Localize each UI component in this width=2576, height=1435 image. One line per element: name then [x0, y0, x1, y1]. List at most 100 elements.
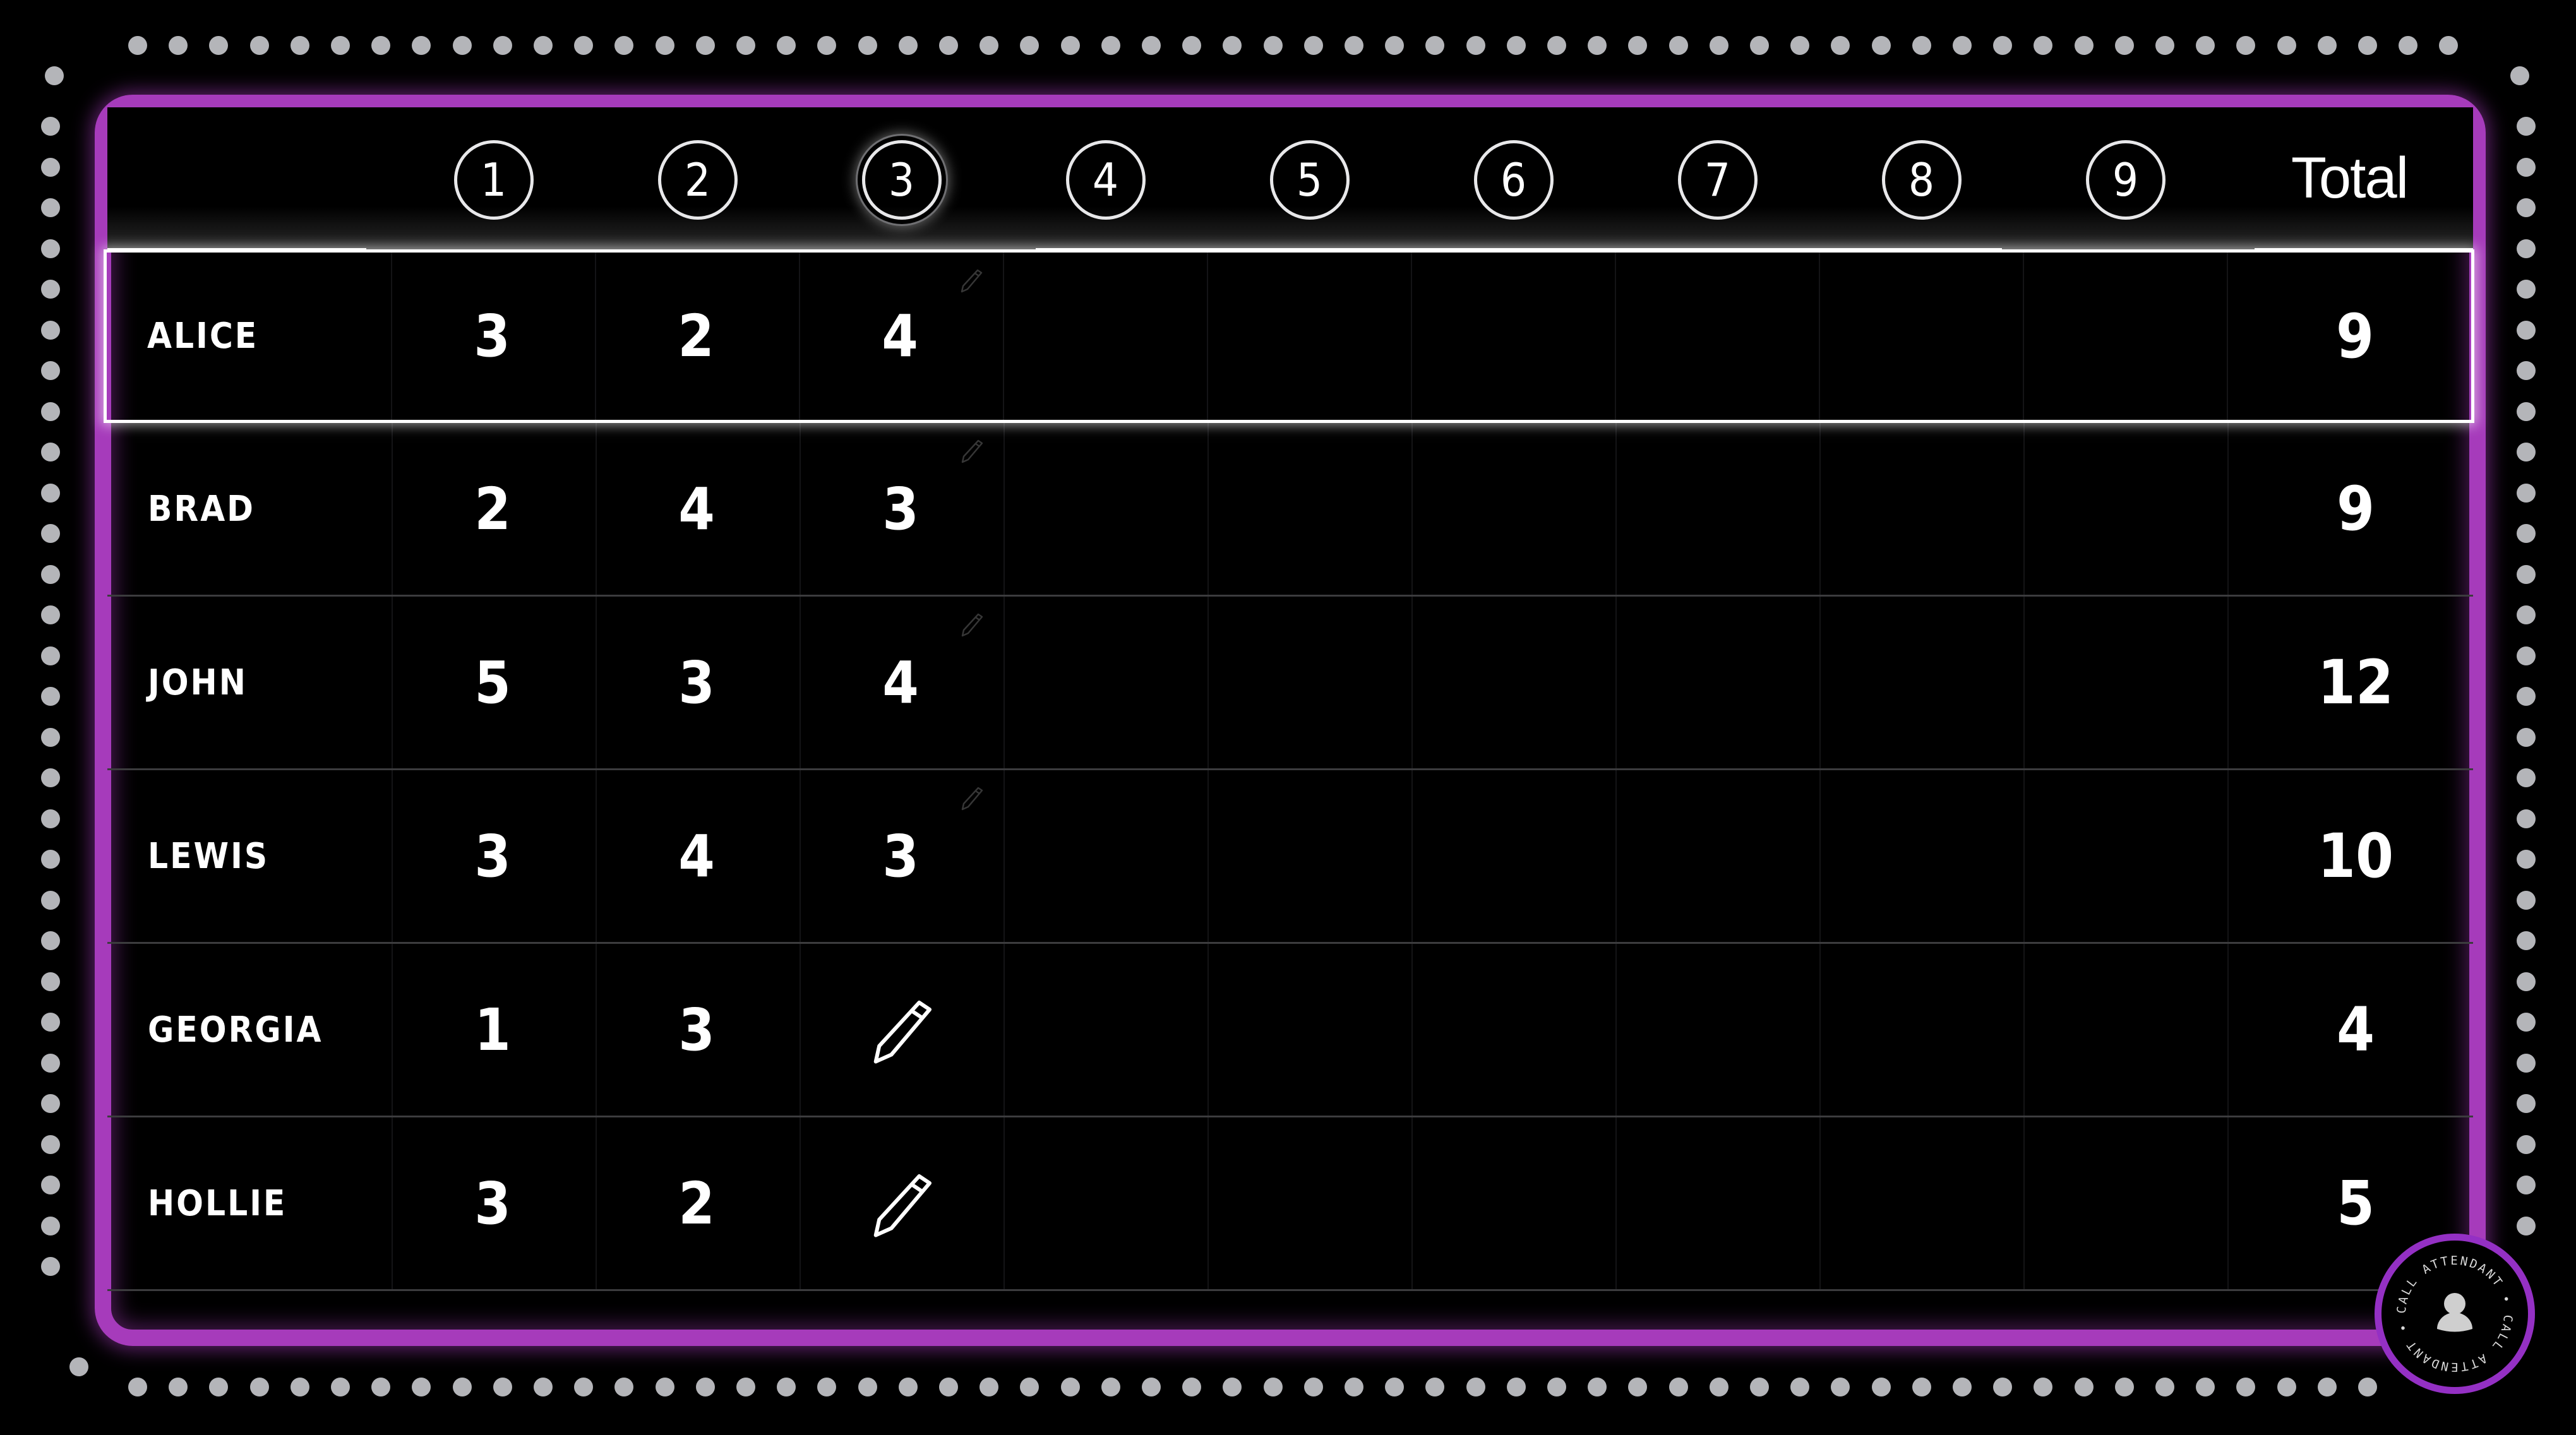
hole-5-header[interactable]: 5: [1269, 140, 1350, 220]
marquee-dot: [412, 36, 431, 55]
marquee-dot: [41, 1013, 60, 1032]
marquee-dot: [2517, 605, 2536, 624]
edit-score-pencil-icon[interactable]: [959, 612, 985, 637]
enter-score-pencil-icon[interactable]: [867, 1169, 937, 1239]
marquee-dot: [2517, 1013, 2536, 1032]
score-cell-hole-1[interactable]: 5: [474, 648, 511, 717]
marquee-dot: [1303, 36, 1323, 55]
score-cell-hole-7: [1615, 253, 1817, 420]
score-cell-hole-9: [2023, 253, 2225, 420]
score-cell-hole-3[interactable]: 3: [882, 822, 919, 890]
score-cell-hole-1[interactable]: 3: [474, 302, 510, 370]
marquee-dot: [41, 1257, 60, 1276]
score-cell-hole-2[interactable]: 3: [678, 648, 715, 717]
marquee-dot: [1060, 1378, 1080, 1396]
hole-2-header[interactable]: 2: [657, 140, 738, 220]
column-divider: [1207, 1117, 1209, 1289]
marquee-dot: [452, 1378, 472, 1396]
score-cell-hole-5: [1207, 944, 1410, 1116]
edit-score-pencil-icon[interactable]: [959, 785, 985, 811]
marquee-dot: [2358, 1378, 2377, 1396]
marquee-dot: [736, 1378, 755, 1396]
column-divider: [1003, 423, 1005, 595]
score-cell-hole-2[interactable]: 2: [678, 302, 714, 370]
score-cell-hole-1[interactable]: 3: [474, 1169, 511, 1237]
marquee-dot: [1020, 36, 1039, 55]
marquee-dot: [534, 36, 553, 55]
hole-1-header[interactable]: 1: [453, 140, 534, 220]
marquee-dot: [2517, 483, 2536, 503]
hole-6-header[interactable]: 6: [1473, 140, 1554, 220]
column-divider: [391, 253, 392, 420]
marquee-dot: [2317, 1378, 2337, 1396]
edit-score-pencil-icon[interactable]: [959, 438, 985, 463]
marquee-dot: [979, 36, 999, 55]
call-attendant-button[interactable]: CALL ATTENDANT • CALL ATTENDANT •: [2375, 1234, 2535, 1394]
column-divider: [1819, 1117, 1821, 1289]
column-divider: [1411, 770, 1413, 942]
column-divider: [2023, 770, 2025, 942]
hole-7-header[interactable]: 7: [1677, 140, 1758, 220]
hole-9-header[interactable]: 9: [2085, 140, 2166, 220]
score-cell-hole-1[interactable]: 1: [474, 996, 511, 1064]
score-cell-hole-3[interactable]: 4: [882, 302, 918, 370]
marquee-dot: [331, 1378, 350, 1396]
marquee-dot: [655, 1378, 674, 1396]
column-divider: [1003, 1117, 1005, 1289]
marquee-dot: [41, 280, 60, 299]
edit-score-pencil-icon[interactable]: [959, 268, 984, 293]
column-divider: [799, 253, 800, 420]
column-divider: [596, 944, 597, 1116]
marquee-dot: [1912, 36, 1931, 55]
score-cell-hole-2[interactable]: 4: [678, 822, 715, 890]
hole-3-header[interactable]: 3: [861, 140, 942, 220]
marquee-dot: [41, 768, 60, 787]
column-divider: [1615, 597, 1617, 768]
player-total: 12: [2317, 647, 2394, 718]
score-cell-hole-4: [1003, 423, 1206, 595]
marquee-dot: [1871, 1378, 1891, 1396]
column-divider: [1411, 944, 1413, 1116]
marquee-dot: [493, 36, 512, 55]
marquee-dot: [41, 483, 60, 503]
marquee-dot: [1547, 1378, 1566, 1396]
marquee-dot: [2517, 1053, 2536, 1073]
marquee-dot: [2517, 646, 2536, 665]
score-cell-hole-3[interactable]: 3: [882, 475, 919, 543]
marquee-dot: [1790, 36, 1810, 55]
column-divider: [800, 1117, 801, 1289]
marquee-dot: [371, 1378, 391, 1396]
column-divider: [2023, 944, 2025, 1116]
marquee-dot: [41, 687, 60, 706]
marquee-dot: [2196, 1378, 2215, 1396]
score-cell-hole-9: [2023, 944, 2226, 1116]
marquee-dot: [41, 198, 60, 217]
score-cell-hole-2[interactable]: 4: [678, 475, 715, 543]
score-cell-hole-8: [1819, 1117, 2022, 1289]
score-cell-hole-2[interactable]: 3: [678, 996, 715, 1064]
score-cell-hole-3[interactable]: 4: [882, 648, 919, 717]
marquee-dot: [1303, 1378, 1323, 1396]
enter-score-pencil-icon[interactable]: [867, 996, 937, 1065]
marquee-dot: [1750, 1378, 1769, 1396]
marquee-dot: [41, 117, 60, 136]
marquee-dot: [614, 36, 634, 55]
marquee-dot: [898, 1378, 918, 1396]
score-cell-hole-2[interactable]: 2: [678, 1169, 715, 1237]
marquee-dot: [2196, 36, 2215, 55]
score-cell-hole-1[interactable]: 3: [474, 822, 511, 890]
score-cell-hole-5: [1207, 1117, 1410, 1289]
hole-8-header[interactable]: 8: [1881, 140, 1962, 220]
hole-4-header[interactable]: 4: [1065, 140, 1146, 220]
marquee-dot: [1223, 1378, 1242, 1396]
score-cell-hole-1[interactable]: 2: [474, 475, 511, 543]
marquee-dot: [2510, 66, 2529, 85]
marquee-dot: [209, 36, 229, 55]
column-divider: [800, 597, 801, 768]
